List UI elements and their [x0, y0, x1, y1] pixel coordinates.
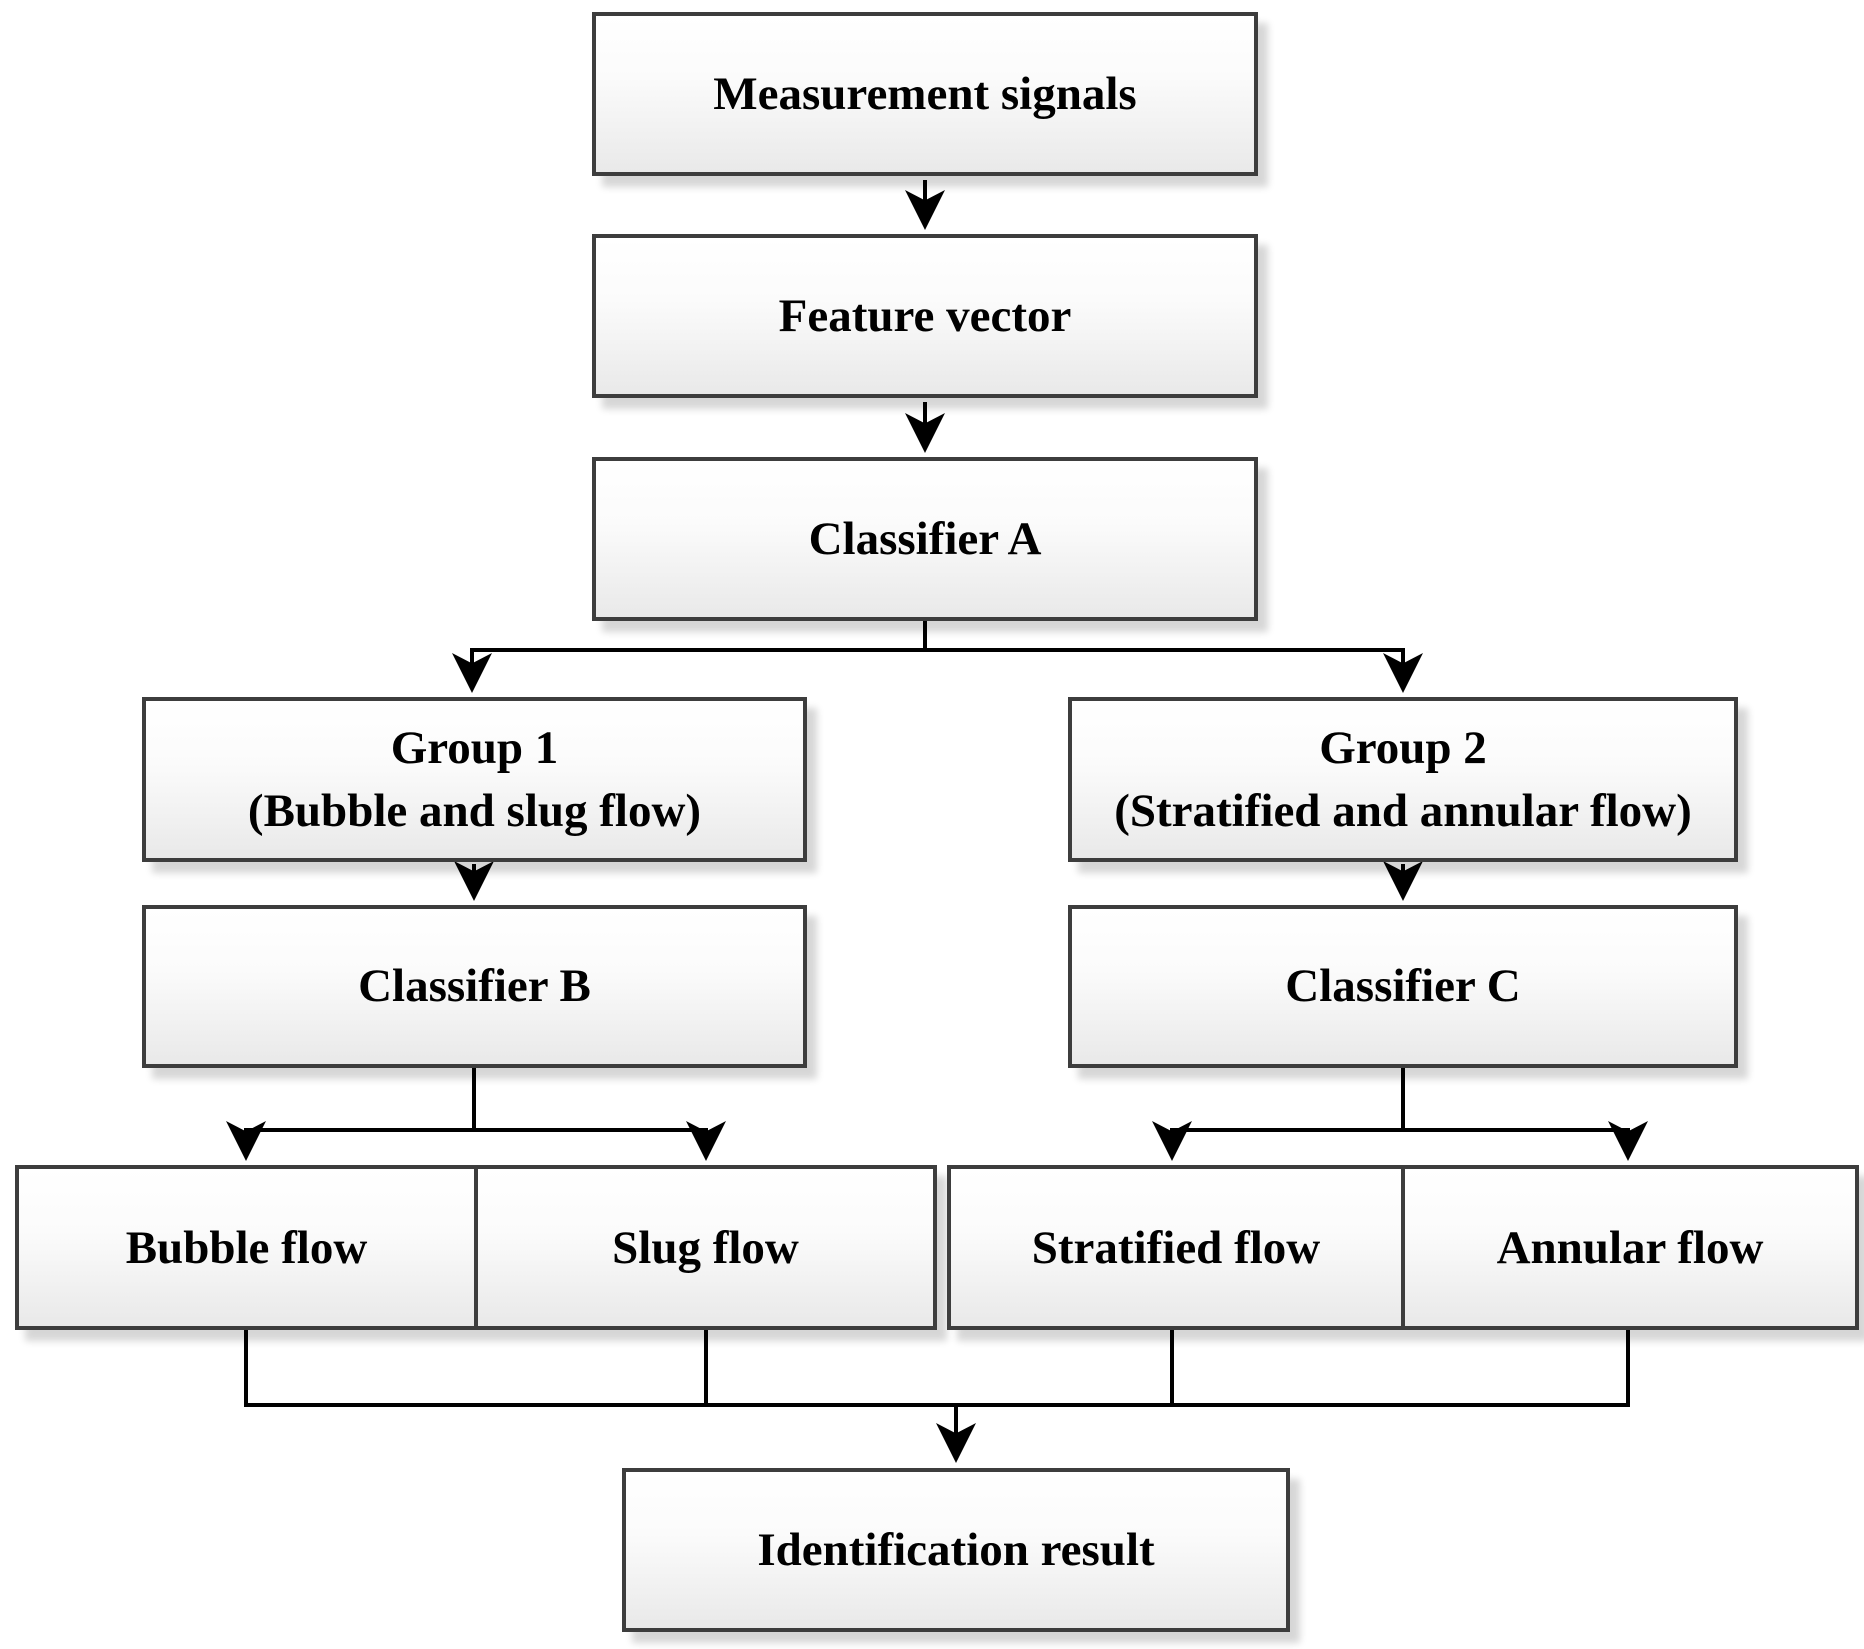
node-label: Feature vector — [778, 289, 1072, 342]
node-label: Bubble flow — [125, 1221, 368, 1274]
node-classifier-a: Classifier A — [592, 457, 1258, 621]
edge-classifier-b-to-bubble — [226, 1068, 476, 1161]
node-label: Classifier C — [1285, 960, 1521, 1013]
edge-classifier-b-to-slug — [474, 1121, 726, 1161]
node-label: Slug flow — [612, 1221, 799, 1274]
node-group-1: Group 1 (Bubble and slug flow) — [142, 697, 807, 862]
node-feature-vector: Feature vector — [592, 234, 1258, 398]
edge-classifier-a-to-group-1 — [452, 621, 927, 693]
node-group-2: Group 2 (Stratified and annular flow) — [1068, 697, 1738, 862]
node-label: Measurement signals — [713, 67, 1137, 120]
edge-classifier-c-to-stratified — [1152, 1068, 1405, 1161]
node-slug-flow: Slug flow — [474, 1169, 933, 1326]
node-bubble-flow: Bubble flow — [19, 1169, 474, 1326]
edge-classifier-a-to-group-2 — [925, 648, 1423, 693]
node-annular-flow: Annular flow — [1401, 1169, 1855, 1326]
node-label: Classifier B — [358, 960, 591, 1013]
edge-classifier-c-to-annular — [1403, 1121, 1648, 1161]
group-2-title: Group 2 — [1319, 722, 1487, 775]
leaf-pair-group-1: Bubble flow Slug flow — [15, 1165, 937, 1330]
node-label: Stratified flow — [1031, 1221, 1321, 1274]
leaf-pair-group-2: Stratified flow Annular flow — [947, 1165, 1859, 1330]
node-measurement-signals: Measurement signals — [592, 12, 1258, 176]
node-label: Annular flow — [1496, 1221, 1764, 1274]
node-label: Group 2 (Stratified and annular flow) — [1114, 717, 1692, 841]
collector-line — [244, 1330, 1630, 1407]
group-1-title: Group 1 — [390, 722, 559, 775]
node-label: Classifier A — [808, 512, 1042, 565]
node-identification-result: Identification result — [622, 1468, 1290, 1632]
node-classifier-c: Classifier C — [1068, 905, 1738, 1068]
node-classifier-b: Classifier B — [142, 905, 807, 1068]
node-label: Identification result — [757, 1523, 1155, 1576]
node-label: Group 1 (Bubble and slug flow) — [248, 717, 701, 841]
node-stratified-flow: Stratified flow — [951, 1169, 1401, 1326]
group-2-subtitle: (Stratified and annular flow) — [1114, 784, 1692, 837]
group-1-subtitle: (Bubble and slug flow) — [247, 784, 702, 837]
